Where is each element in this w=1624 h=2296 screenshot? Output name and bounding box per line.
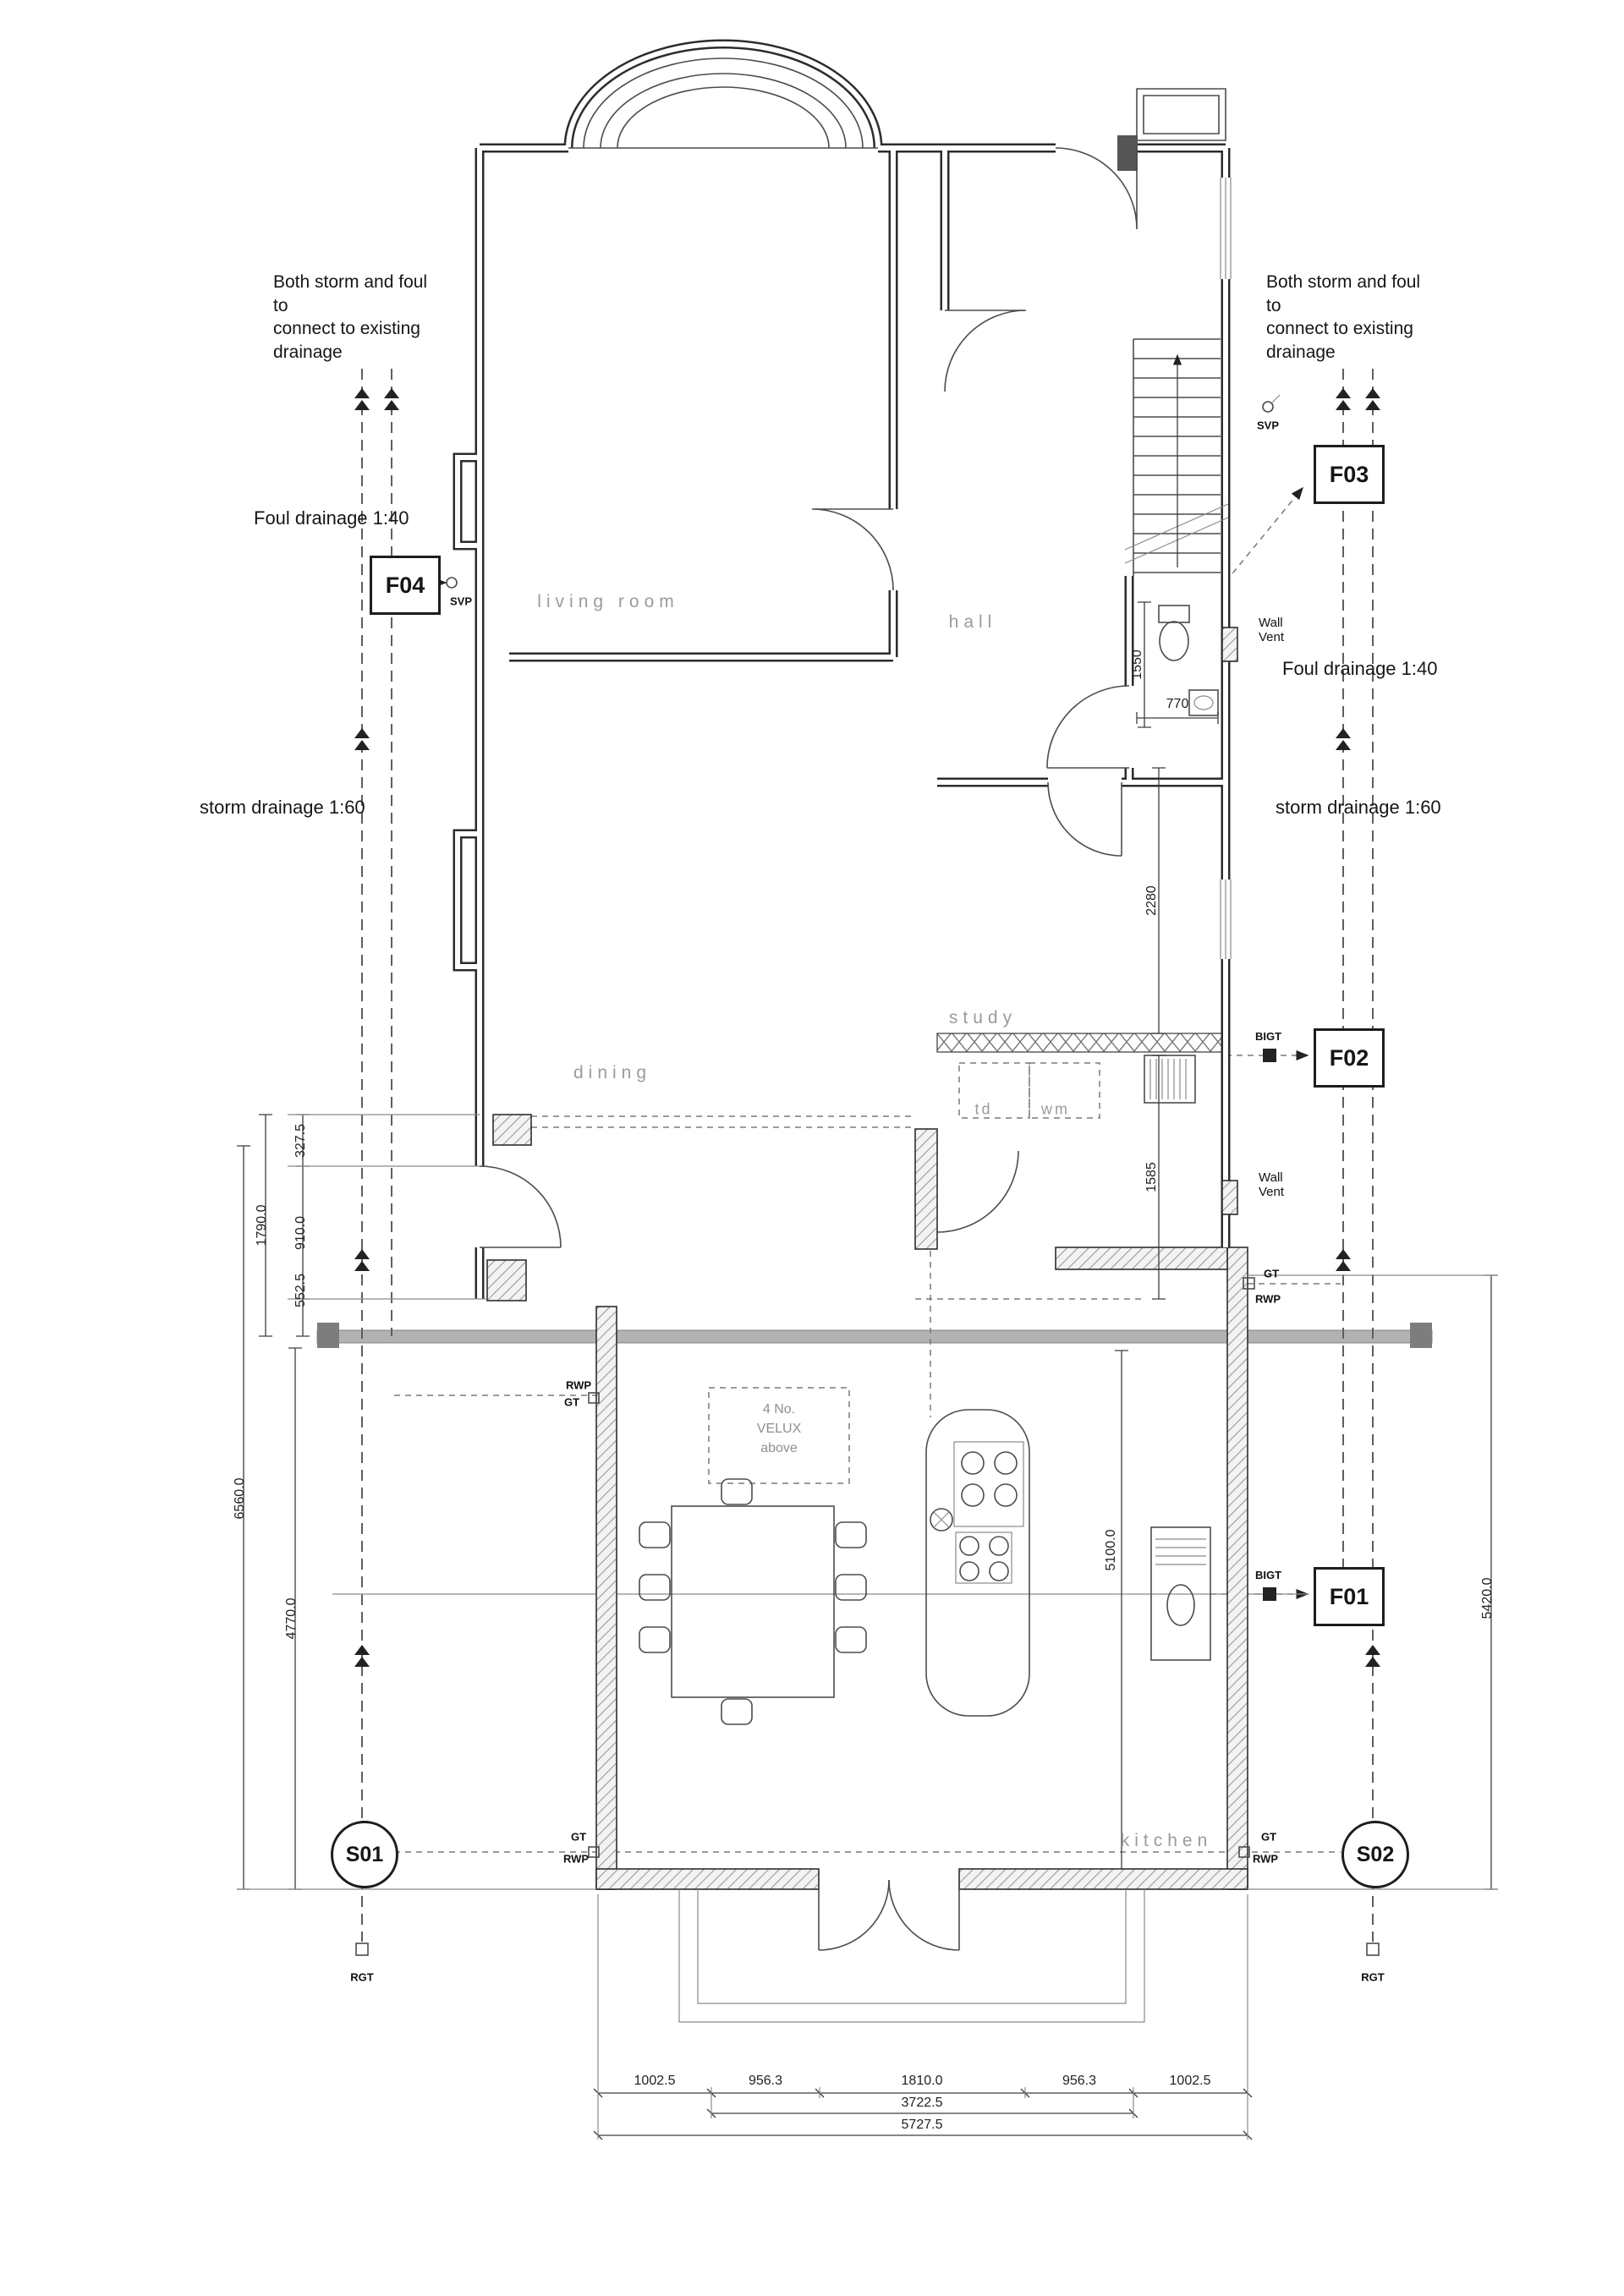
- appliance-unit: [1144, 1055, 1196, 1104]
- dining-table: [639, 1478, 867, 1725]
- rgt-icon-right: [1366, 1943, 1380, 1956]
- toilet-icon: [1158, 605, 1190, 661]
- dim-1550: 1550: [1130, 649, 1144, 680]
- svp-icon-right: [1262, 401, 1274, 413]
- washing-machine-outline: [1029, 1062, 1100, 1119]
- dim-910: 910.0: [294, 1215, 308, 1251]
- new-walls-layer: [486, 1033, 1248, 1890]
- velux-outline: [708, 1387, 850, 1484]
- room-label-wm: wm: [1041, 1100, 1070, 1118]
- note-right: Both storm and foul to connect to existi…: [1266, 272, 1421, 363]
- dim-6560: 6560.0: [233, 1477, 247, 1520]
- gt-icon-bottom-left: [588, 1846, 600, 1858]
- svp-label-right: SVP: [1256, 419, 1280, 432]
- wall-vent-label-upper: Wall Vent: [1259, 616, 1285, 644]
- chimney: [1117, 135, 1138, 171]
- dim-4770: 4770.0: [284, 1597, 299, 1640]
- rwp-label-bottom-left: RWP: [562, 1852, 590, 1866]
- dim-5420: 5420.0: [1480, 1577, 1495, 1619]
- dim-5100: 5100.0: [1104, 1529, 1118, 1571]
- bigt-icon-upper: [1263, 1049, 1276, 1062]
- bigt-label-lower: BIGT: [1255, 1569, 1282, 1581]
- manhole-s01: S01: [331, 1821, 398, 1888]
- basin-icon: [1188, 689, 1219, 716]
- dimension-lines-layer: [237, 601, 1498, 2140]
- foul-drainage-label-right: Foul drainage 1:40: [1282, 658, 1438, 679]
- patio-steps: [678, 1889, 1145, 2023]
- room-label-living-room: living room: [537, 592, 679, 611]
- dim-bottom-3: 1810.0: [901, 2074, 943, 2088]
- dim-bottom-5: 1002.5: [1169, 2074, 1211, 2088]
- manhole-f01: F01: [1314, 1567, 1385, 1626]
- rgt-label-left: RGT: [350, 1970, 374, 1984]
- svp-label-left: SVP: [449, 595, 473, 608]
- rgt-icon-left: [355, 1943, 369, 1956]
- svp-icon-left: [446, 577, 458, 589]
- wall-vent-label-lower: Wall Vent: [1259, 1170, 1285, 1199]
- steel-beam: [936, 1033, 1226, 1053]
- room-label-kitchen: kitchen: [1120, 1831, 1213, 1850]
- manhole-s02: S02: [1341, 1821, 1409, 1888]
- rwp-label-left-mid: RWP: [565, 1378, 592, 1392]
- dim-1585: 1585: [1144, 1162, 1159, 1192]
- drainage-lines-layer: [332, 369, 1380, 1942]
- doors-layer: [479, 147, 1138, 1951]
- tumble-dryer-outline: [958, 1062, 1030, 1119]
- gt-label-bottom-left: GT: [570, 1830, 587, 1844]
- manhole-f04: F04: [370, 556, 441, 615]
- bigt-icon-lower: [1263, 1587, 1276, 1601]
- dim-bottom-2: 956.3: [748, 2074, 783, 2088]
- sink-icon: [930, 1508, 953, 1532]
- stairs: [1124, 338, 1229, 576]
- gt-label-bottom-right: GT: [1260, 1830, 1277, 1844]
- dim-sum-3722: 3722.5: [901, 2096, 943, 2110]
- dim-sum-5727: 5727.5: [901, 2118, 943, 2132]
- manhole-f03: F03: [1314, 445, 1385, 504]
- rwp-label-bottom-right: RWP: [1252, 1852, 1279, 1866]
- dim-770: 770: [1166, 697, 1189, 711]
- room-label-study: study: [948, 1008, 1018, 1027]
- fixtures-layer: [639, 338, 1238, 2023]
- gt-label-left-mid: GT: [563, 1395, 580, 1409]
- manhole-f02: F02: [1314, 1028, 1385, 1088]
- gt-icon-left: [588, 1392, 600, 1404]
- dim-2280: 2280: [1144, 885, 1159, 916]
- boundary-line: [316, 1323, 1433, 1348]
- wall-vent-icon-upper: [1221, 627, 1238, 662]
- dim-bottom-4: 956.3: [1062, 2074, 1097, 2088]
- room-label-td: td: [974, 1100, 993, 1118]
- kitchen-island: [925, 1409, 1030, 1717]
- dim-327: 327.5: [294, 1123, 308, 1159]
- rwp-label-right-mid: RWP: [1254, 1292, 1281, 1306]
- flow-arrow-icons: [354, 388, 1380, 1667]
- sink-unit: [1150, 1526, 1211, 1661]
- foul-drainage-label-left: Foul drainage 1:40: [254, 507, 409, 529]
- wall-vent-icon-lower: [1221, 1180, 1238, 1215]
- room-label-dining: dining: [573, 1063, 652, 1082]
- gt-label-right-mid: GT: [1263, 1267, 1280, 1280]
- gt-icon-right: [1243, 1277, 1255, 1290]
- dim-1790: 1790.0: [255, 1204, 269, 1247]
- note-left: Both storm and foul to connect to existi…: [273, 272, 428, 363]
- dim-bottom-1: 1002.5: [634, 2074, 676, 2088]
- room-label-hall: hall: [948, 612, 997, 632]
- dim-552: 552.5: [294, 1273, 308, 1308]
- storm-drainage-label-right: storm drainage 1:60: [1276, 797, 1441, 818]
- rgt-label-right: RGT: [1361, 1970, 1385, 1984]
- removed-walls-layer: [509, 1115, 1144, 1300]
- storm-drainage-label-left: storm drainage 1:60: [200, 797, 365, 818]
- gt-icon-bottom-right: [1238, 1846, 1250, 1858]
- walls-layer: [458, 44, 1233, 1299]
- velux-note: 4 No. VELUX above: [756, 1402, 802, 1456]
- bigt-label-upper: BIGT: [1255, 1030, 1282, 1043]
